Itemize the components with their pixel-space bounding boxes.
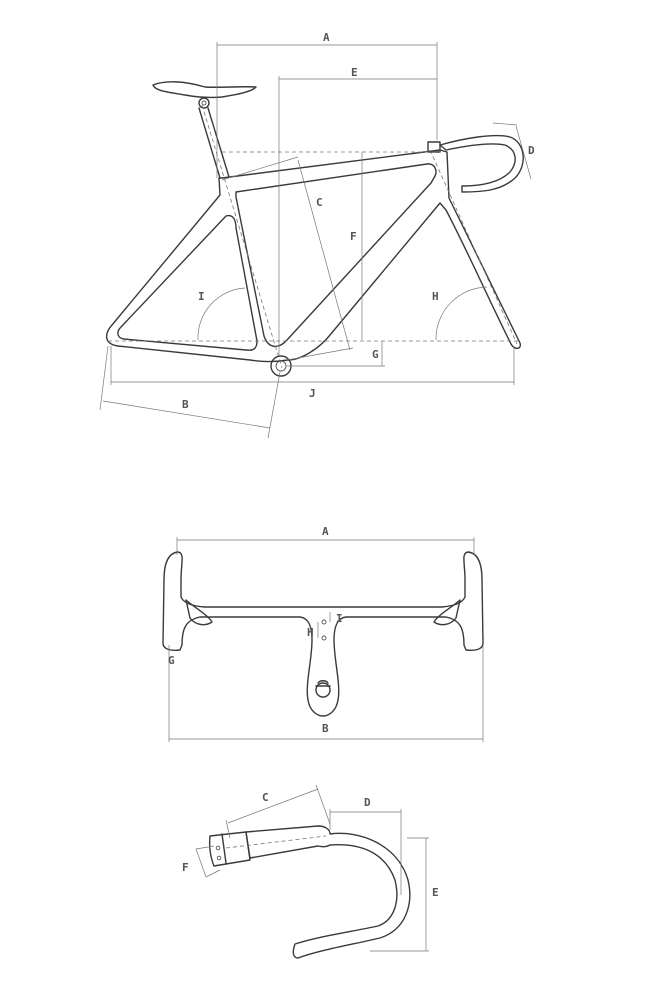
- handlebar-label-a: A: [322, 525, 329, 538]
- handlebar-label-b: B: [322, 722, 329, 735]
- handlebar-top-view: [162, 537, 484, 742]
- frame-label-f: F: [350, 230, 357, 243]
- profile-label-c: C: [262, 791, 269, 804]
- handlebar-label-g: G: [168, 654, 175, 667]
- handlebar-label-i: I: [336, 612, 343, 625]
- profile-label-e: E: [432, 886, 439, 899]
- frame-dimensions: [99, 42, 532, 439]
- frame-label-h: H: [432, 290, 439, 303]
- frame-label-j: J: [309, 387, 316, 400]
- frame-label-g: G: [372, 348, 379, 361]
- seatpost: [198, 107, 230, 179]
- rear-triangle: [117, 214, 258, 351]
- frame-label-a: A: [323, 31, 330, 44]
- frame-label-i: I: [198, 290, 205, 303]
- frame-label-e: E: [351, 66, 358, 79]
- left-hood: [185, 599, 213, 626]
- fork-axis: [429, 149, 518, 345]
- right-hood: [433, 599, 461, 626]
- handlebar-label-h: H: [307, 626, 314, 639]
- frame-outline: [105, 149, 522, 363]
- seatpost-clamp: [198, 97, 210, 109]
- profile-label-f: F: [182, 861, 189, 874]
- stem-clamp: [315, 682, 331, 698]
- frame-label-d: D: [528, 144, 535, 157]
- handlebar-outline: [162, 551, 484, 717]
- handlebar-profile-view: [195, 784, 429, 959]
- frame-label-b: B: [182, 398, 189, 411]
- seat-tube-axis: [201, 104, 283, 369]
- saddle: [152, 81, 257, 99]
- stem-profile: [208, 831, 251, 867]
- front-triangle: [235, 163, 437, 347]
- frame-label-c: C: [316, 196, 323, 209]
- handlebar-side: [439, 134, 524, 193]
- frame-drawing: A E D C F I H G J B: [99, 31, 535, 439]
- profile-label-d: D: [364, 796, 371, 809]
- drop-profile: [245, 825, 411, 959]
